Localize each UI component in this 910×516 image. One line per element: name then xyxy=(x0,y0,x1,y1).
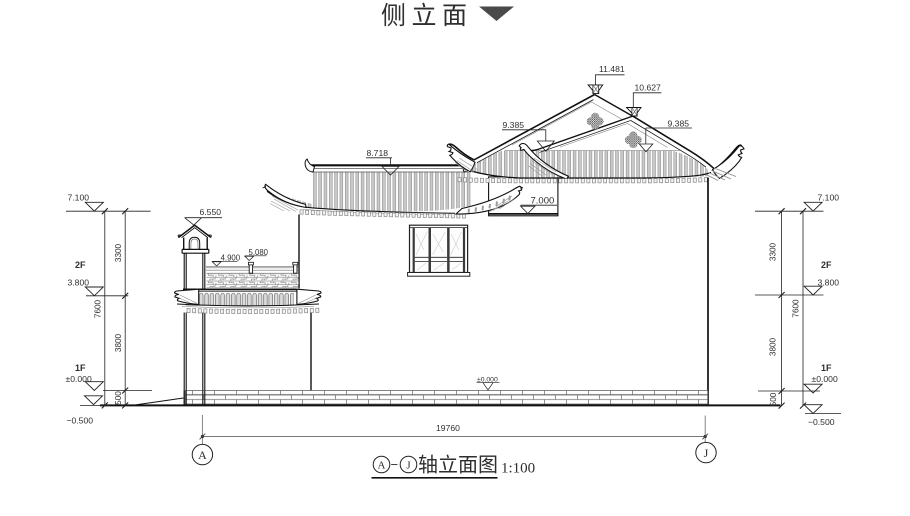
svg-text:10.627: 10.627 xyxy=(635,82,662,92)
svg-text:3800: 3800 xyxy=(769,337,778,356)
svg-text:−0.500: −0.500 xyxy=(808,417,835,427)
svg-text:±0.000: ±0.000 xyxy=(66,374,92,384)
svg-text:3800: 3800 xyxy=(114,333,123,352)
svg-text:3300: 3300 xyxy=(769,242,778,261)
svg-text:9.385: 9.385 xyxy=(668,118,690,128)
svg-text:3300: 3300 xyxy=(114,243,123,262)
svg-text:3.800: 3.800 xyxy=(818,277,840,287)
svg-text:A: A xyxy=(378,460,386,472)
svg-text:7.100: 7.100 xyxy=(68,193,90,203)
svg-text:19760: 19760 xyxy=(436,423,460,433)
svg-text:3.800: 3.800 xyxy=(68,277,90,287)
svg-text:±0.000: ±0.000 xyxy=(477,376,498,383)
svg-text:7.100: 7.100 xyxy=(818,193,840,203)
svg-text:1F: 1F xyxy=(75,363,86,373)
svg-text:侧立面: 侧立面 xyxy=(381,2,473,30)
svg-text:±0.000: ±0.000 xyxy=(812,374,838,384)
svg-text:500: 500 xyxy=(769,392,778,406)
svg-text:1:100: 1:100 xyxy=(501,461,535,477)
svg-text:7600: 7600 xyxy=(94,299,103,318)
svg-text:5.080: 5.080 xyxy=(249,248,269,257)
svg-text:−0.500: −0.500 xyxy=(67,416,94,426)
svg-text:4.900: 4.900 xyxy=(221,253,241,262)
svg-text:11.481: 11.481 xyxy=(599,64,625,74)
svg-text:J: J xyxy=(406,460,411,472)
svg-text:7600: 7600 xyxy=(792,299,801,318)
svg-text:6.550: 6.550 xyxy=(200,207,222,217)
svg-text:9.385: 9.385 xyxy=(503,120,525,130)
svg-text:−: − xyxy=(391,457,399,472)
svg-text:J: J xyxy=(704,446,709,460)
svg-text:2F: 2F xyxy=(75,260,86,270)
svg-text:2F: 2F xyxy=(821,260,832,270)
svg-text:1F: 1F xyxy=(821,363,832,373)
svg-text:500: 500 xyxy=(114,391,123,405)
svg-text:8.718: 8.718 xyxy=(367,148,389,158)
svg-text:轴立面图: 轴立面图 xyxy=(418,454,498,477)
svg-text:7.000: 7.000 xyxy=(531,196,555,207)
svg-text:A: A xyxy=(198,448,207,462)
